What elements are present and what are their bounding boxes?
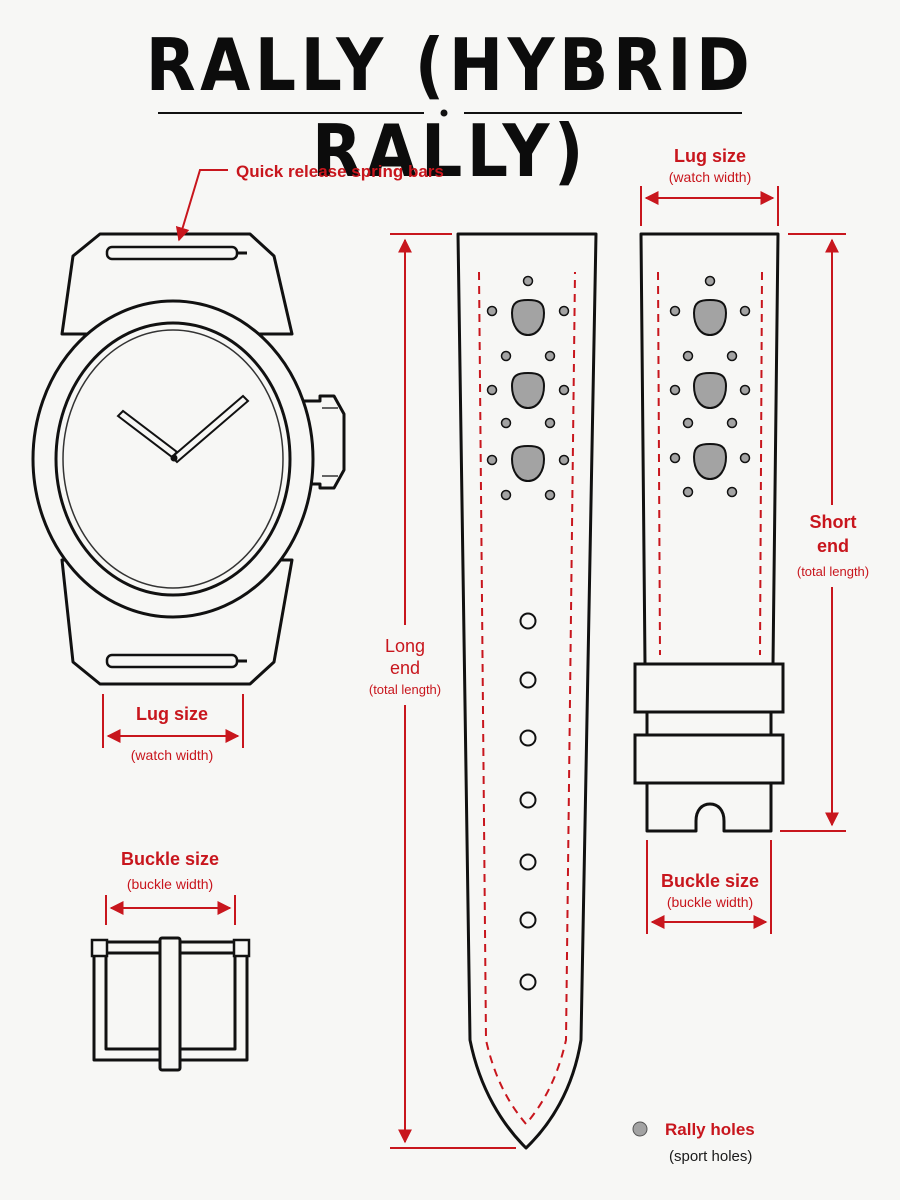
spring-bar-label: Quick release spring bars [236, 162, 444, 181]
long-strap-rally-perforation [486, 275, 570, 501]
watch-lug-size-label: Lug size [136, 704, 208, 724]
title-divider [158, 109, 742, 117]
short-end-label-line1: Short [810, 512, 857, 532]
legend-rally-holes: Rally holes [665, 1120, 755, 1139]
watch-illustration [31, 232, 346, 686]
short-end-sub: (total length) [797, 564, 869, 579]
short-end-label-line2: end [817, 536, 849, 556]
page-title: RALLY (HYBRID RALLY) [145, 23, 755, 193]
long-end-label-backdrop [370, 625, 450, 705]
legend-sport-holes: (sport holes) [669, 1148, 752, 1165]
strap-lug-size-label: Lug size [674, 146, 746, 166]
legend: Rally holes (sport holes) [632, 1120, 755, 1165]
buckle-illustration [90, 936, 251, 1072]
strap-lug-size-sub: (watch width) [669, 169, 751, 185]
short-end-label-backdrop [796, 505, 870, 587]
long-strap-adjustment-holes [519, 612, 537, 991]
spring-bar-top [105, 245, 247, 261]
strap-keeper-lower [633, 733, 785, 785]
watch-lug-dimension [102, 694, 244, 748]
long-strap [456, 232, 598, 1150]
strap-lug-dimension [640, 186, 779, 226]
watch-lug-size-sub: (watch width) [131, 747, 213, 763]
buckle-size-sub-right: (buckle width) [667, 894, 753, 910]
rally-hole-icon [632, 1121, 648, 1137]
buckle-size-sub-left: (buckle width) [127, 876, 213, 892]
buckle-dimension-left [105, 895, 236, 925]
long-end-sub: (total length) [369, 682, 441, 697]
short-strap-rally-perforation [669, 275, 751, 498]
strap-keeper-upper [633, 662, 785, 714]
short-strap [633, 232, 785, 833]
spring-bar-callout-arrow [175, 169, 228, 242]
buckle-size-label-left: Buckle size [121, 849, 219, 869]
buckle-size-label-right: Buckle size [661, 871, 759, 891]
strap-buckle-dimension [646, 840, 772, 934]
spring-bar-bottom [105, 653, 247, 669]
long-end-label-line2: end [390, 658, 420, 678]
long-end-label-line1: Long [385, 636, 425, 656]
